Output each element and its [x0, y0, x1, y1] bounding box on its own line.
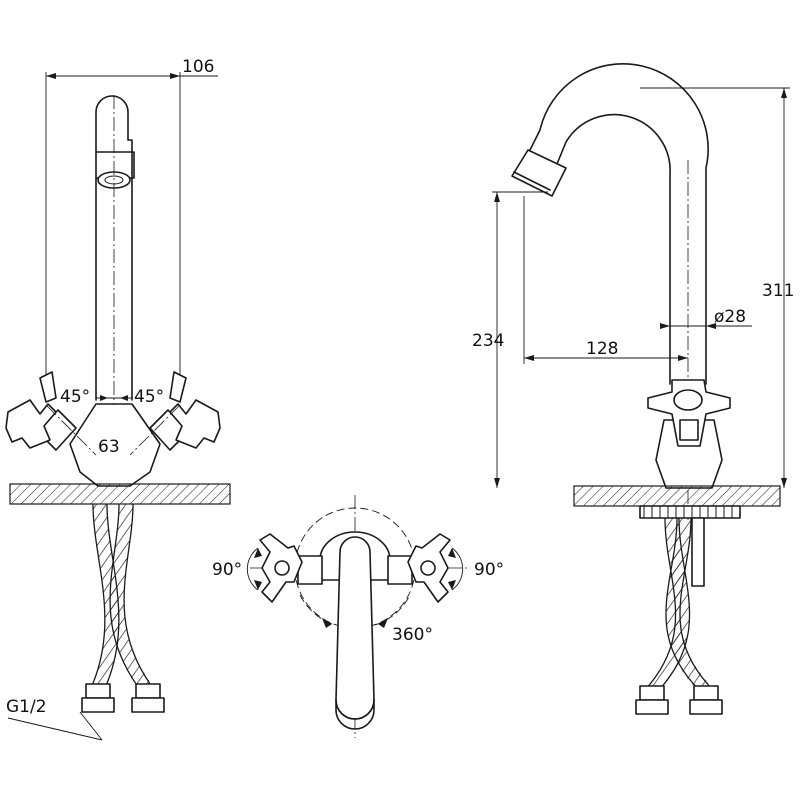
label-angle-left: 45°: [60, 387, 90, 407]
handle-left-top: [259, 533, 303, 603]
hoses-side: [635, 517, 723, 715]
handle-side: [647, 379, 731, 447]
handle-right-front: [129, 371, 221, 456]
side-view: 234 128 ø28 311: [472, 63, 794, 715]
dimension-diameter-28: ø28: [660, 307, 752, 329]
handle-right-top: [407, 533, 451, 603]
body-front: [69, 403, 161, 487]
dimension-total-height-311: 311: [640, 87, 794, 488]
spout-top: [335, 536, 375, 720]
dimension-width-106: 106: [45, 57, 218, 400]
top-view: 90° 90° 360°: [212, 495, 504, 738]
spout-side: [519, 63, 709, 385]
label-thread: G1/2: [6, 697, 47, 717]
label-spacing: 63: [98, 437, 120, 457]
label-diameter: ø28: [714, 307, 746, 327]
label-swivel: 360°: [392, 625, 433, 645]
label-rotate-right: 90°: [474, 560, 504, 580]
label-rotate-left: 90°: [212, 560, 242, 580]
label-width-top: 106: [182, 57, 214, 77]
label-angle-right: 45°: [134, 387, 164, 407]
label-spout-height: 234: [472, 331, 504, 351]
front-view: 106 45° 45°: [5, 57, 231, 741]
countertop-front: [9, 483, 231, 505]
label-total-height: 311: [762, 281, 794, 301]
thread-annotation: G1/2: [6, 697, 103, 741]
dimension-reach-128: 128: [523, 196, 688, 364]
countertop-side: [573, 485, 781, 507]
dimension-spout-height-234: 234: [472, 191, 548, 488]
label-reach: 128: [586, 339, 618, 359]
hoses-front: [81, 503, 165, 713]
handle-left-front: [5, 371, 97, 456]
